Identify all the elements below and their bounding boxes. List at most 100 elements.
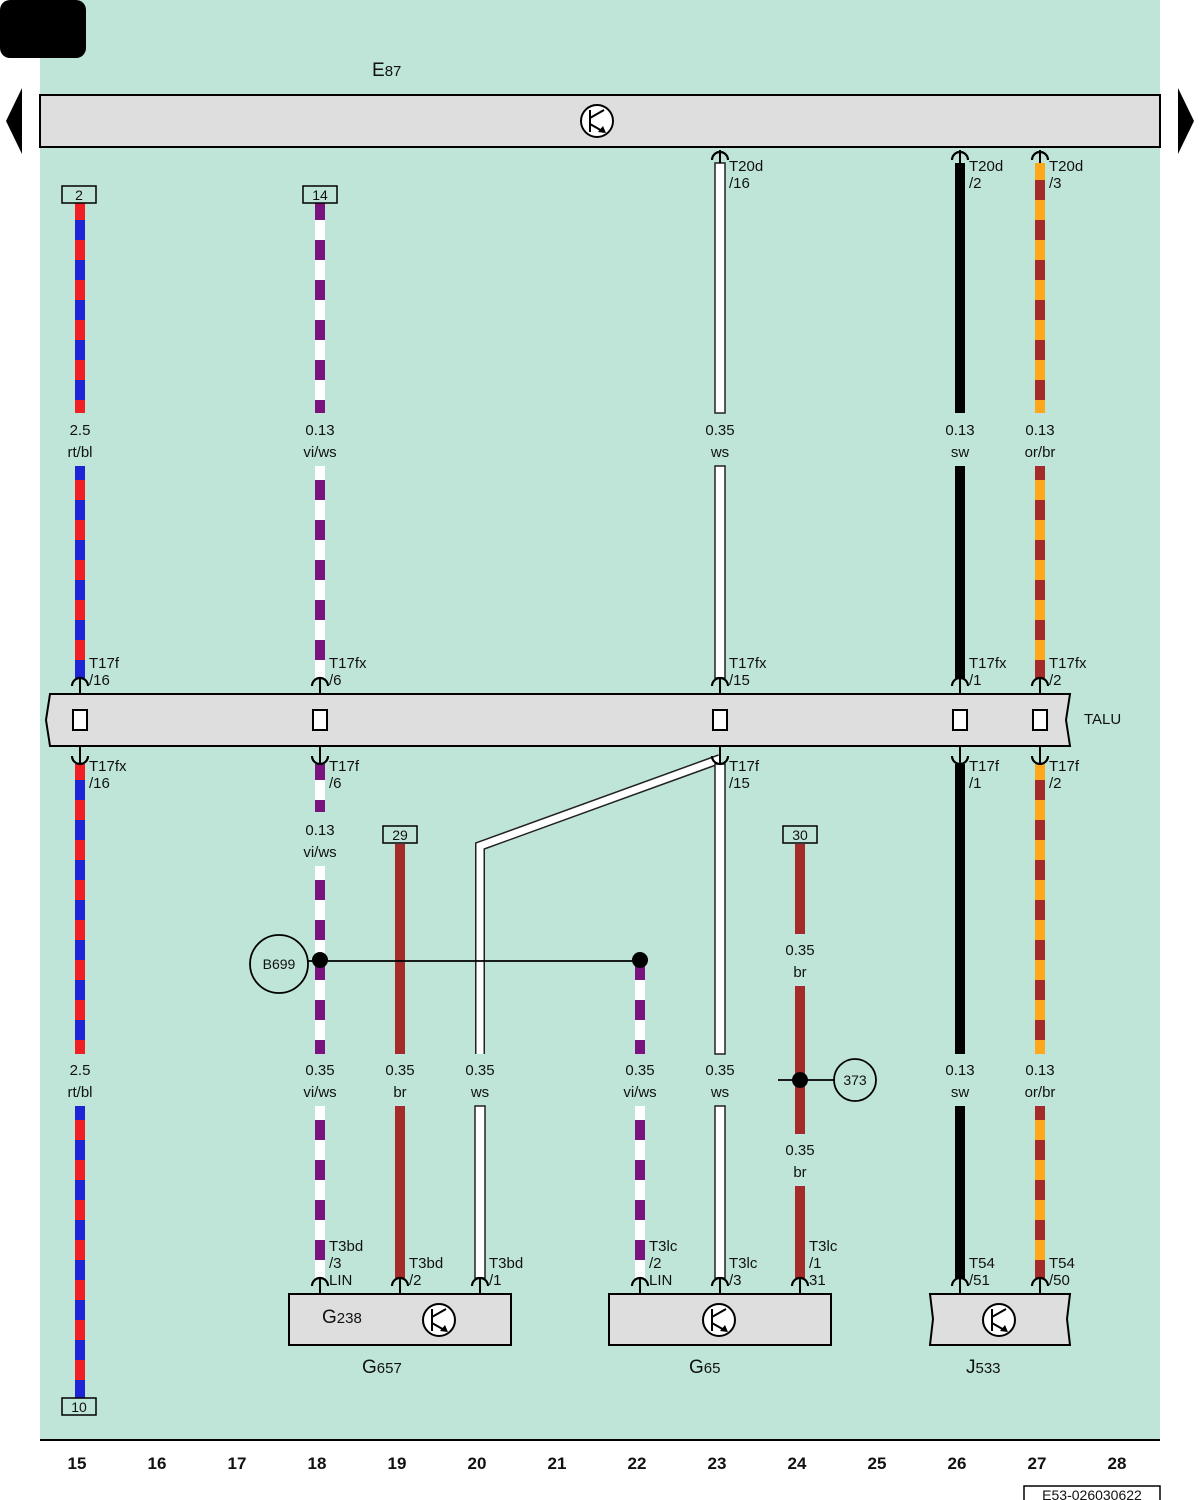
j533-label: J533: [966, 1357, 1001, 1378]
wire-18-mid[interactable]: [315, 466, 325, 678]
svg-text:T3bd: T3bd: [489, 1255, 523, 1272]
svg-text:T17f: T17f: [1049, 758, 1080, 775]
c373-label: 373: [843, 1072, 867, 1088]
svg-text:2.5: 2.5: [70, 422, 91, 439]
wire-15-bottom[interactable]: [75, 1106, 85, 1398]
wire-27-mid[interactable]: [1035, 466, 1045, 678]
footer-code-box: [1023, 1485, 1161, 1500]
svg-text:ws: ws: [710, 444, 729, 461]
b699-node-18: [312, 952, 328, 968]
box-10: 10: [71, 1399, 87, 1415]
svg-text:31: 31: [809, 1272, 826, 1289]
wire-27-low[interactable]: [1035, 764, 1045, 1054]
top-component-label: E87: [372, 60, 401, 81]
wire-27-bottom[interactable]: [1035, 1106, 1045, 1278]
b699-circle[interactable]: [249, 934, 309, 994]
svg-text:vi/ws: vi/ws: [303, 444, 336, 461]
svg-text:0.13: 0.13: [945, 1062, 974, 1079]
wire-23-top[interactable]: [714, 162, 726, 414]
wire-20-route[interactable]: [476, 755, 722, 1054]
svg-text:/1: /1: [969, 672, 982, 689]
svg-text:20: 20: [468, 1454, 487, 1473]
talu-bar[interactable]: [44, 693, 1072, 747]
svg-text:T3lc: T3lc: [729, 1255, 758, 1272]
svg-text:/15: /15: [729, 775, 750, 792]
svg-text:0.35: 0.35: [705, 1062, 734, 1079]
svg-text:23: 23: [708, 1454, 727, 1473]
page-prev-arrow-icon[interactable]: [6, 88, 22, 154]
svg-text:17: 17: [228, 1454, 247, 1473]
box-2: 2: [75, 187, 83, 203]
wire-26-mid[interactable]: [955, 466, 965, 678]
svg-text:0.13: 0.13: [1025, 1062, 1054, 1079]
wire-23-bottom[interactable]: [714, 1105, 726, 1279]
svg-text:T17f: T17f: [89, 655, 120, 672]
svg-text:T54: T54: [1049, 1255, 1075, 1272]
wire-24-top[interactable]: [795, 844, 805, 934]
wire-15-top[interactable]: [75, 203, 85, 413]
wire-22-top[interactable]: [635, 962, 645, 1054]
svg-text:sw: sw: [951, 1084, 970, 1101]
svg-text:/16: /16: [89, 775, 110, 792]
svg-text:vi/ws: vi/ws: [303, 1084, 336, 1101]
g657-label: G657: [362, 1357, 402, 1378]
wire-18-low-a[interactable]: [315, 764, 325, 812]
component-g657[interactable]: [288, 1293, 512, 1346]
wire-27-top[interactable]: [1035, 163, 1045, 413]
c373-circle[interactable]: [833, 1058, 877, 1102]
svg-text:LIN: LIN: [649, 1272, 672, 1289]
wire-15-mid[interactable]: [75, 466, 85, 678]
svg-text:T20d: T20d: [969, 158, 1003, 175]
svg-text:T3lc: T3lc: [649, 1238, 678, 1255]
svg-text:/3: /3: [329, 1255, 342, 1272]
svg-text:T17fx: T17fx: [729, 655, 767, 672]
svg-text:T17f: T17f: [729, 758, 760, 775]
socket-stems: [79, 150, 1041, 1294]
footer-code: E53-026030622: [1042, 1487, 1142, 1500]
wire-15-low[interactable]: [75, 764, 85, 1054]
box-29: 29: [392, 827, 408, 843]
b699-node-22: [632, 952, 648, 968]
g657-transistor-icon: [422, 1303, 456, 1337]
svg-text:br: br: [793, 1164, 806, 1181]
svg-text:18: 18: [308, 1454, 327, 1473]
svg-text:/2: /2: [969, 175, 982, 192]
svg-text:br: br: [393, 1084, 406, 1101]
svg-text:/51: /51: [969, 1272, 990, 1289]
svg-text:25: 25: [868, 1454, 887, 1473]
svg-text:sw: sw: [951, 444, 970, 461]
svg-text:24: 24: [788, 1454, 807, 1473]
svg-text:T17fx: T17fx: [89, 758, 127, 775]
svg-text:28: 28: [1108, 1454, 1127, 1473]
wire-18-bottom[interactable]: [315, 1106, 325, 1278]
svg-text:0.13: 0.13: [305, 822, 334, 839]
wire-20-bottom[interactable]: [474, 1105, 486, 1279]
wire-23-low[interactable]: [714, 763, 726, 1055]
svg-text:rt/bl: rt/bl: [67, 1084, 92, 1101]
wire-26-low[interactable]: [955, 764, 965, 1054]
svg-text:or/br: or/br: [1025, 1084, 1056, 1101]
svg-text:T54: T54: [969, 1255, 995, 1272]
g238-label: G238: [322, 1307, 362, 1328]
g65-label: G65: [689, 1357, 720, 1378]
wire-19-top[interactable]: [395, 844, 405, 1054]
page-next-arrow-icon[interactable]: [1178, 88, 1194, 154]
svg-text:ws: ws: [710, 1084, 729, 1101]
svg-text:/6: /6: [329, 775, 342, 792]
svg-text:rt/bl: rt/bl: [67, 444, 92, 461]
wire-26-top[interactable]: [955, 163, 965, 413]
talu-pin-icons: [72, 709, 1048, 731]
wire-24-bottom[interactable]: [795, 1186, 805, 1278]
wire-26-bottom[interactable]: [955, 1106, 965, 1278]
svg-text:0.35: 0.35: [305, 1062, 334, 1079]
wire-labels: 2.5 rt/bl 0.13 vi/ws 0.35 ws 0.13 sw 0.13 or/…: [67, 422, 1055, 1181]
wire-19-bottom[interactable]: [395, 1106, 405, 1278]
wire-18-top[interactable]: [315, 203, 325, 413]
svg-text:T3bd: T3bd: [409, 1255, 443, 1272]
svg-text:26: 26: [948, 1454, 967, 1473]
wire-22-bottom[interactable]: [635, 1106, 645, 1278]
column-numbers: 15 16 17 18 19 20 21 22 23 24 25 26 27 2…: [68, 1454, 1127, 1473]
wire-23-mid[interactable]: [714, 465, 726, 679]
wire-24-mid[interactable]: [795, 986, 805, 1134]
box-30: 30: [792, 827, 808, 843]
